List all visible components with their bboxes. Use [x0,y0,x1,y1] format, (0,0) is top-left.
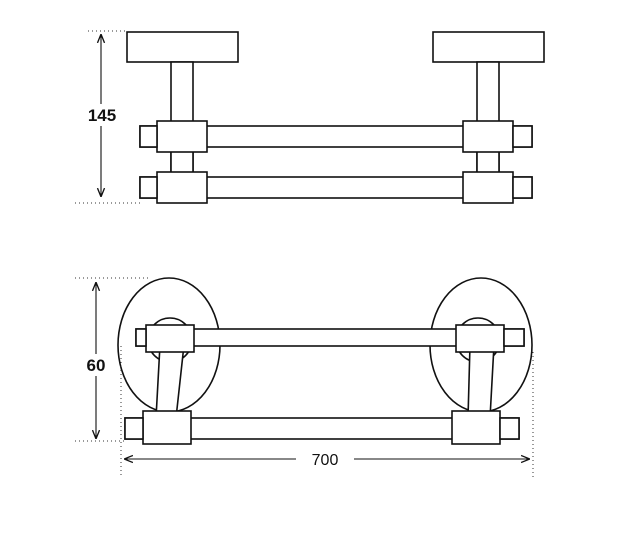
front-clamp-left [142,410,192,445]
label-bg-145 [84,104,120,126]
dimension-label-60: 60 [87,356,106,375]
wall-plate-left [126,31,239,63]
end-cap-ll [139,176,158,199]
end-cap-lr [512,176,533,199]
clamp-lower-left [156,171,208,204]
dimension-label-145: 145 [88,106,116,125]
clamp-upper-right [462,120,514,153]
rear-clamp-left [145,324,195,353]
front-cap-right [499,417,520,440]
end-cap-ul [139,125,158,148]
arm-right [467,344,495,419]
rear-clamp-right [455,324,505,353]
rear-cap-right [503,328,525,347]
wall-plate-right [432,31,545,63]
front-cap-left [124,417,144,440]
clamp-lower-right [462,171,514,204]
top-view: 145 [75,30,545,204]
dimension-label-700: 700 [312,452,339,469]
rear-cap-left [135,328,147,347]
label-bg-60 [82,354,110,376]
clamp-upper-left [156,120,208,153]
bottom-view: 60 700 [75,277,534,478]
end-cap-ur [512,125,533,148]
front-clamp-right [451,410,501,445]
